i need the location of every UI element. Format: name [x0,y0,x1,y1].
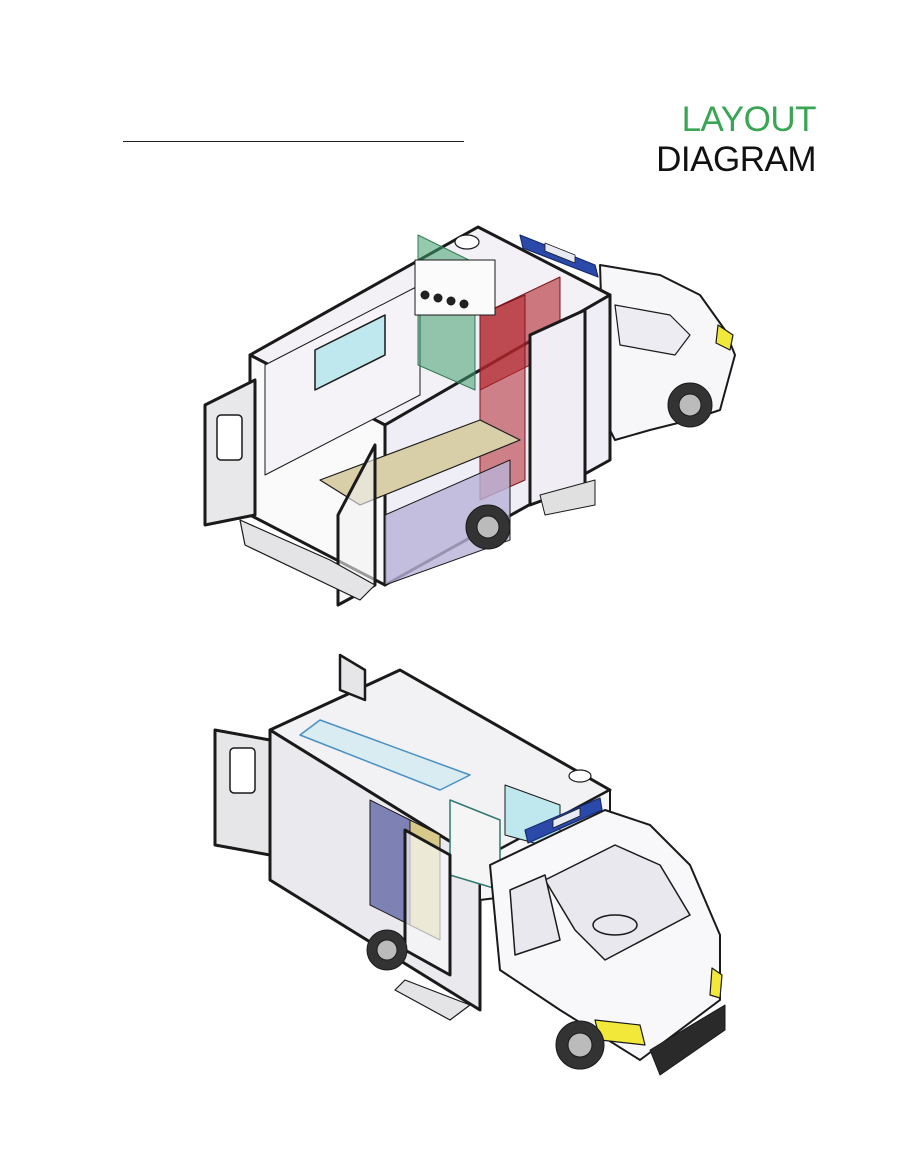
ceiling-rail [299,719,471,791]
gauge-icon [433,293,443,303]
front-hub-icon [678,393,702,417]
light-bar-center [552,807,581,829]
rear-door-top [338,653,367,702]
rear-door-window [229,747,256,794]
roof-vent-icon [568,769,592,783]
headlight-icon [709,967,723,999]
rear-door-window [216,414,243,461]
side-step [394,979,471,1021]
headlight-icon [715,324,734,351]
page-title: LAYOUT DIAGRAM [656,100,816,180]
light-bar-center [544,242,576,264]
gauge-icon [459,299,469,309]
side-cabinet [384,459,511,586]
side-door [403,828,452,977]
side-step [539,479,596,516]
equipment-panel [414,259,496,316]
rear-hub-icon [476,515,500,539]
ambulance-cutaway-front-icon [213,653,726,1076]
title-line-diagram: DIAGRAM [656,140,816,179]
front-hub-icon [567,1032,593,1058]
front-bumper [649,1004,726,1076]
side-door [528,308,587,507]
roof-vent-icon [454,234,480,250]
gauge-icon [420,290,430,300]
rear-step [239,519,376,601]
gauge-icon [446,296,456,306]
interior-window [314,314,386,391]
ambulance-cutaway-rear-icon [203,225,736,607]
rear-hub-icon [376,939,398,961]
header-rule [123,141,464,142]
windscreen [544,844,691,961]
steering-wheel-icon [592,914,638,936]
cab-windscreen [614,304,691,356]
side-window [509,874,561,956]
title-line-layout: LAYOUT [681,100,817,139]
